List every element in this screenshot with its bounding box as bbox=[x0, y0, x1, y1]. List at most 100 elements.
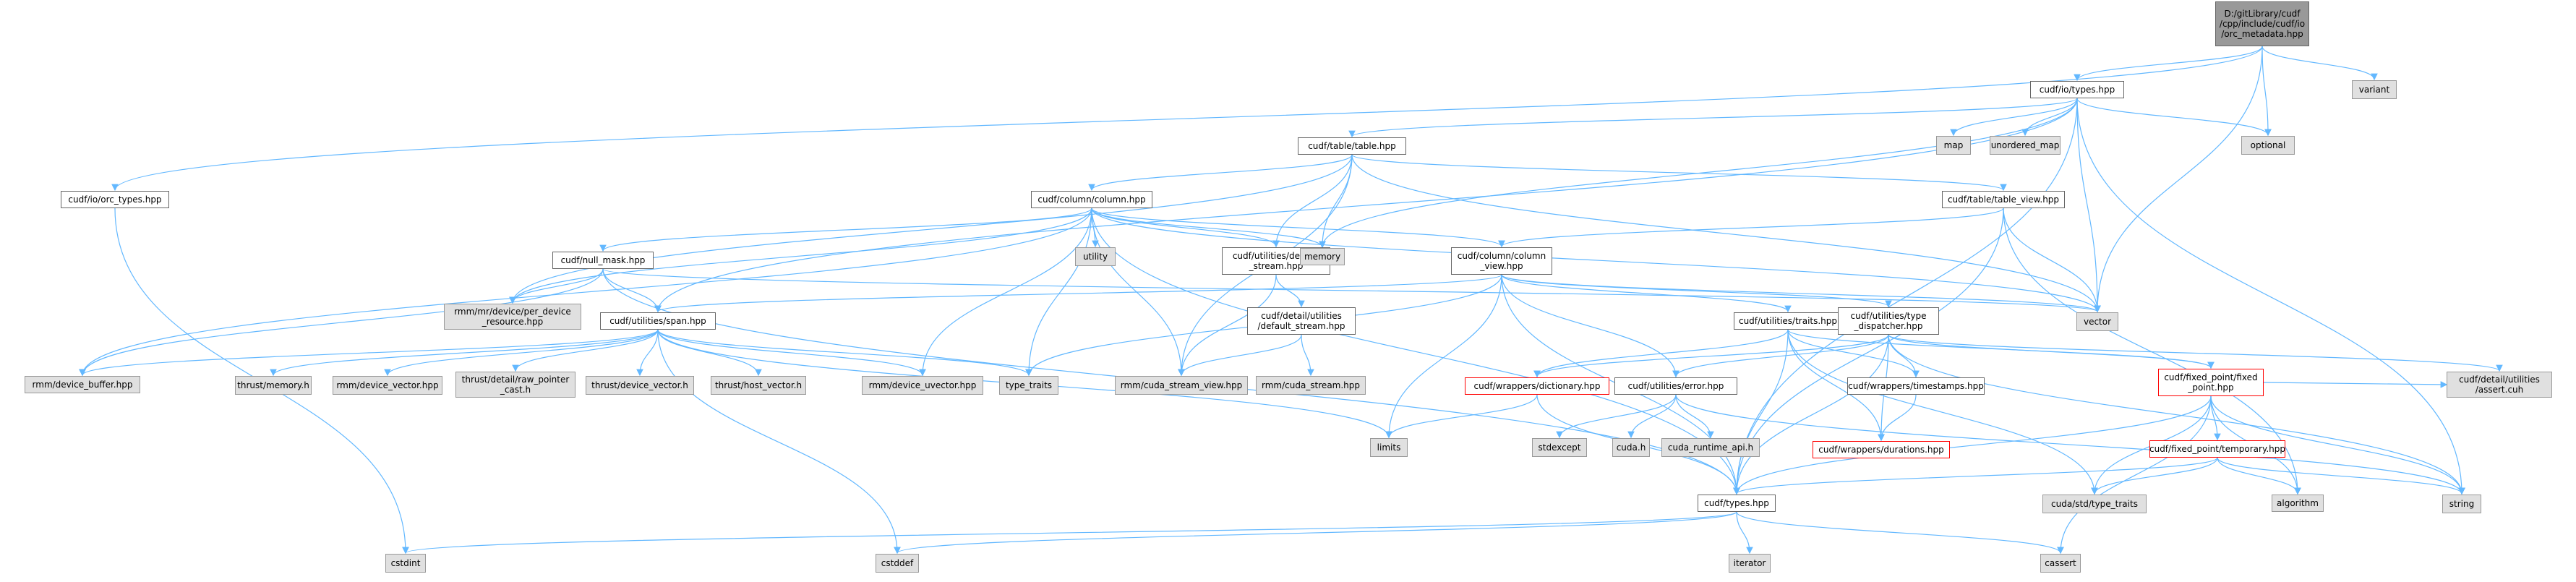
node-fixed-point[interactable]: cudf/fixed_point/fixed _point.hpp bbox=[2158, 369, 2264, 396]
node-thrust-memory[interactable]: thrust/memory.h bbox=[235, 376, 312, 395]
node-traits[interactable]: cudf/utilities/traits.hpp bbox=[1734, 312, 1842, 330]
node-device-uvector[interactable]: rmm/device_uvector.hpp bbox=[862, 376, 983, 395]
edge-fixed-point-to-string bbox=[2210, 395, 2465, 495]
node-type-dispatcher[interactable]: cudf/utilities/type _dispatcher.hpp bbox=[1838, 307, 1939, 335]
node-io-types[interactable]: cudf/io/types.hpp bbox=[2030, 81, 2124, 98]
edge-table-hpp-to-column-hpp bbox=[1088, 154, 1353, 192]
node-limits[interactable]: limits bbox=[1370, 438, 1408, 457]
node-durations[interactable]: cudf/wrappers/durations.hpp bbox=[1813, 441, 1950, 458]
edge-error-hpp-to-string bbox=[1675, 394, 2465, 495]
node-span[interactable]: cudf/utilities/span.hpp bbox=[600, 312, 716, 330]
edge-types-hpp-to-cassert bbox=[1736, 511, 2064, 555]
edge-io-types-to-optional bbox=[2076, 98, 2272, 137]
node-cuda-stream[interactable]: rmm/cuda_stream.hpp bbox=[1256, 376, 1366, 395]
node-cuda-h[interactable]: cuda.h bbox=[1612, 438, 1650, 457]
edge-temporary-to-string bbox=[2217, 457, 2465, 495]
node-column-hpp[interactable]: cudf/column/column.hpp bbox=[1031, 191, 1152, 208]
node-vector[interactable]: vector bbox=[2076, 312, 2118, 331]
edge-detail-default-stream-to-cuda-stream-view bbox=[1178, 334, 1302, 377]
node-memory[interactable]: memory bbox=[1300, 248, 1345, 265]
node-error-hpp[interactable]: cudf/utilities/error.hpp bbox=[1614, 377, 1737, 395]
node-detail-default-stream[interactable]: cudf/detail/utilities /default_stream.hp… bbox=[1247, 307, 1356, 335]
edge-fixed-point-to-assert-cuh bbox=[2263, 381, 2448, 388]
node-cuda-std-type-traits[interactable]: cuda/std/type_traits bbox=[2042, 495, 2147, 513]
edge-column-hpp-to-memory bbox=[1091, 207, 1326, 249]
node-stdexcept[interactable]: stdexcept bbox=[1532, 438, 1587, 457]
node-per-device-resource[interactable]: rmm/mr/device/per_device _resource.hpp bbox=[444, 304, 581, 330]
edge-traits-to-cuda-std-type-traits bbox=[1787, 329, 2098, 495]
edge-column-hpp-to-default-stream bbox=[1091, 207, 1280, 248]
node-optional[interactable]: optional bbox=[2241, 136, 2295, 155]
edge-column-view-to-limits bbox=[1385, 274, 1502, 439]
node-thrust-device-vector[interactable]: thrust/device_vector.h bbox=[586, 376, 694, 395]
node-raw-pointer-cast[interactable]: thrust/detail/raw_pointer _cast.h bbox=[455, 372, 575, 398]
edge-io-types-to-map bbox=[1950, 98, 2078, 137]
edge-null-mask-to-vector bbox=[602, 268, 2101, 313]
edge-temporary-to-types-hpp bbox=[1733, 457, 2218, 495]
edge-error-hpp-to-cuda-h bbox=[1627, 394, 1677, 439]
edge-detail-default-stream-to-cuda-stream bbox=[1301, 334, 1314, 377]
node-table-view[interactable]: cudf/table/table_view.hpp bbox=[1942, 191, 2065, 208]
node-type-traits[interactable]: type_traits bbox=[999, 376, 1058, 395]
edge-error-hpp-to-cuda-runtime-api bbox=[1675, 394, 1714, 439]
edge-dictionary-to-limits bbox=[1385, 394, 1538, 439]
edge-column-view-to-traits bbox=[1501, 274, 1792, 313]
edge-null-mask-to-device-buffer bbox=[79, 268, 604, 377]
edge-type-dispatcher-to-error-hpp bbox=[1672, 334, 1889, 378]
edge-span-to-raw-pointer-cast bbox=[512, 329, 659, 372]
edge-orc-metadata-to-orc-types bbox=[111, 46, 2263, 192]
edge-span-to-device-buffer bbox=[79, 329, 659, 377]
edge-default-stream-to-cuda-stream-view bbox=[1178, 274, 1277, 377]
node-cuda-stream-view[interactable]: rmm/cuda_stream_view.hpp bbox=[1115, 376, 1248, 395]
edge-table-hpp-to-per-device-resource bbox=[509, 154, 1353, 304]
edge-type-dispatcher-to-dictionary bbox=[1533, 334, 1889, 378]
edge-io-types-to-string bbox=[2076, 98, 2465, 495]
node-cstdint[interactable]: cstdint bbox=[385, 554, 426, 573]
node-string[interactable]: string bbox=[2442, 495, 2481, 513]
edge-type-dispatcher-to-types-hpp bbox=[1733, 334, 1889, 495]
edge-io-types-to-memory bbox=[1319, 98, 2078, 249]
node-cassert[interactable]: cassert bbox=[2040, 554, 2081, 573]
node-iterator[interactable]: iterator bbox=[1729, 554, 1771, 573]
edge-orc-metadata-to-vector bbox=[2094, 46, 2263, 313]
edge-span-to-thrust-device-vector bbox=[636, 329, 659, 377]
edge-timestamps-to-durations bbox=[1878, 394, 1917, 442]
node-column-view[interactable]: cudf/column/column _view.hpp bbox=[1451, 247, 1552, 275]
node-orc-types[interactable]: cudf/io/orc_types.hpp bbox=[61, 191, 169, 208]
edge-temporary-to-algorithm bbox=[2217, 457, 2301, 495]
edge-column-view-to-vector bbox=[1501, 274, 2101, 313]
node-utility[interactable]: utility bbox=[1075, 247, 1116, 266]
edge-column-hpp-to-null-mask bbox=[599, 207, 1092, 252]
edge-column-hpp-to-per-device-resource bbox=[509, 207, 1092, 304]
node-algorithm[interactable]: algorithm bbox=[2272, 495, 2324, 512]
edge-traits-to-timestamps bbox=[1787, 329, 1920, 378]
node-map[interactable]: map bbox=[1936, 136, 1971, 155]
edge-orc-metadata-to-variant bbox=[2262, 46, 2378, 81]
node-variant[interactable]: variant bbox=[2352, 80, 2397, 99]
node-thrust-host-vector[interactable]: thrust/host_vector.h bbox=[711, 376, 806, 395]
node-assert-cuh[interactable]: cudf/detail/utilities /assert.cuh bbox=[2447, 372, 2552, 398]
node-cstddef[interactable]: cstddef bbox=[876, 554, 919, 573]
node-device-buffer[interactable]: rmm/device_buffer.hpp bbox=[25, 376, 140, 393]
node-device-vector-rmm[interactable]: rmm/device_vector.hpp bbox=[333, 376, 442, 395]
node-cuda-runtime-api[interactable]: cuda_runtime_api.h bbox=[1661, 438, 1760, 457]
edge-error-hpp-to-stdexcept bbox=[1556, 394, 1677, 439]
edge-span-to-device-vector-rmm bbox=[384, 329, 659, 377]
node-dictionary[interactable]: cudf/wrappers/dictionary.hpp bbox=[1465, 377, 1609, 395]
node-timestamps[interactable]: cudf/wrappers/timestamps.hpp bbox=[1847, 377, 1985, 395]
node-unordered-map[interactable]: unordered_map bbox=[1990, 136, 2061, 155]
edge-default-stream-to-detail-default-stream bbox=[1275, 274, 1305, 308]
node-table-hpp[interactable]: cudf/table/table.hpp bbox=[1298, 137, 1406, 155]
edge-fixed-point-to-cassert bbox=[2057, 395, 2212, 555]
edge-column-view-to-type-dispatcher bbox=[1501, 274, 1892, 308]
edge-table-view-to-column-view bbox=[1498, 207, 2004, 248]
edge-traits-to-types-hpp bbox=[1733, 329, 1789, 495]
edge-null-mask-to-per-device-resource bbox=[509, 268, 604, 304]
node-null-mask[interactable]: cudf/null_mask.hpp bbox=[552, 252, 654, 269]
edge-column-hpp-to-column-view bbox=[1091, 207, 1505, 248]
edge-span-to-thrust-host-vector bbox=[657, 329, 762, 377]
node-orc-metadata[interactable]: D:/gitLibrary/cudf /cpp/include/cudf/io … bbox=[2215, 1, 2309, 46]
node-types-hpp[interactable]: cudf/types.hpp bbox=[1698, 495, 1776, 512]
node-temporary[interactable]: cudf/fixed_point/temporary.hpp bbox=[2149, 440, 2285, 458]
